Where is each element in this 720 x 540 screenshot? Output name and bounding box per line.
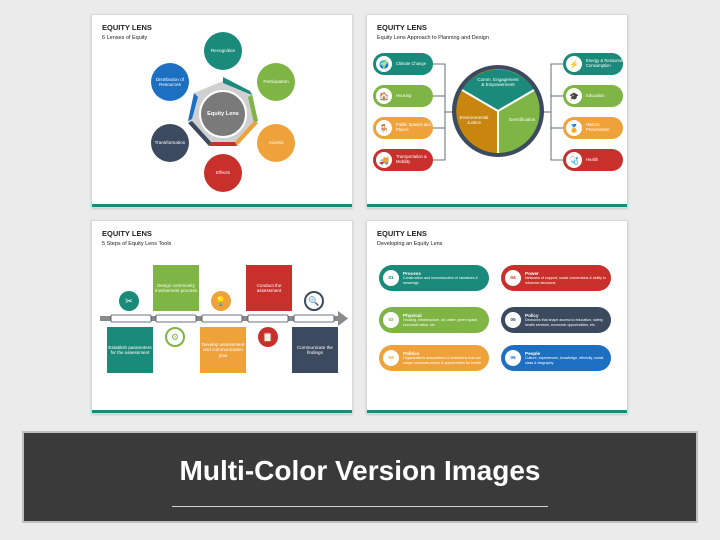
lens-distribution: Distribution of Resources (151, 63, 189, 101)
slide-six-lenses[interactable]: EQUITY LENS 6 Lenses of Equity Equity Le… (91, 14, 353, 208)
pie-comm-engagement: Comm. Engagement & Empowerment (477, 77, 519, 88)
badge-icon: 🏅 (566, 120, 582, 136)
monitor-health-icon: 🩺 (566, 152, 582, 168)
slide-developing[interactable]: EQUITY LENS Developing an Equity Lens 01… (366, 220, 628, 414)
lens-transformation: Transformation (151, 124, 189, 162)
step-conduct: Conduct the assessment (246, 265, 292, 311)
banner-title: Multi-Color Version Images (179, 455, 541, 486)
banner: Multi-Color Version Images (22, 431, 698, 523)
slide-title: EQUITY LENS (377, 229, 427, 238)
lightbulb-icon: 💡 (211, 291, 231, 311)
graduation-cap-icon: 🎓 (566, 88, 582, 104)
slide-approach[interactable]: EQUITY LENS Equity Lens Approach to Plan… (366, 14, 628, 208)
step-establish: Establish parameters for the assessment (107, 327, 153, 373)
item-public-spaces: 🪑Public Spaces and Places (373, 117, 433, 139)
lens-effects: Effects (204, 154, 242, 192)
slide-five-steps[interactable]: EQUITY LENS 5 Steps of Equity Lens Tools… (91, 220, 353, 414)
item-energy: ⚡Energy & Resource Consumption (563, 53, 623, 75)
checklist-icon: 📋 (258, 327, 278, 347)
slide-title: EQUITY LENS (377, 23, 427, 32)
item-historic: 🏅Historic Preservation (563, 117, 623, 139)
lens-access: Access (257, 124, 295, 162)
globe-icon: 🌍 (376, 56, 392, 72)
bench-icon: 🪑 (376, 120, 392, 136)
item-education: 🎓Education (563, 85, 623, 107)
step-communicate: Communicate the findings (292, 327, 338, 373)
document-search-icon: 🔍 (304, 291, 324, 311)
timeline-arrow (100, 311, 348, 326)
tools-icon: ✂ (119, 291, 139, 311)
pie-environmental-justice: Environmental Justice (459, 115, 489, 126)
item-transportation: 🚚Transportation & Mobility (373, 149, 433, 171)
step-develop: Develop assessment and communication pla… (200, 327, 246, 373)
lens-participation: Participation (257, 63, 295, 101)
item-housing: 🏠Housing (373, 85, 433, 107)
gear-icon: ⚙ (165, 327, 185, 347)
slide-subtitle: Developing an Equity Lens (377, 241, 443, 247)
wind-turbine-icon: ⚡ (566, 56, 582, 72)
truck-icon: 🚚 (376, 152, 392, 168)
item-climate-change: 🌍Climate Change (373, 53, 433, 75)
slide-title: EQUITY LENS (102, 23, 152, 32)
pie-gentrification: Gentrification (508, 117, 536, 122)
banner-divider (172, 506, 548, 507)
house-icon: 🏠 (376, 88, 392, 104)
slide-subtitle: 5 Steps of Equity Lens Tools (102, 241, 172, 247)
step-design: Design community involvement process (153, 265, 199, 311)
slide-title: EQUITY LENS (102, 229, 152, 238)
item-health: 🩺Health (563, 149, 623, 171)
lens-recognition: Recognition (204, 32, 242, 70)
center-circle: Equity Lens (199, 90, 247, 138)
connector-lines (433, 63, 563, 161)
slide-subtitle: 6 Lenses of Equity (102, 35, 148, 41)
slide-subtitle: Equity Lens Approach to Planning and Des… (377, 35, 489, 41)
